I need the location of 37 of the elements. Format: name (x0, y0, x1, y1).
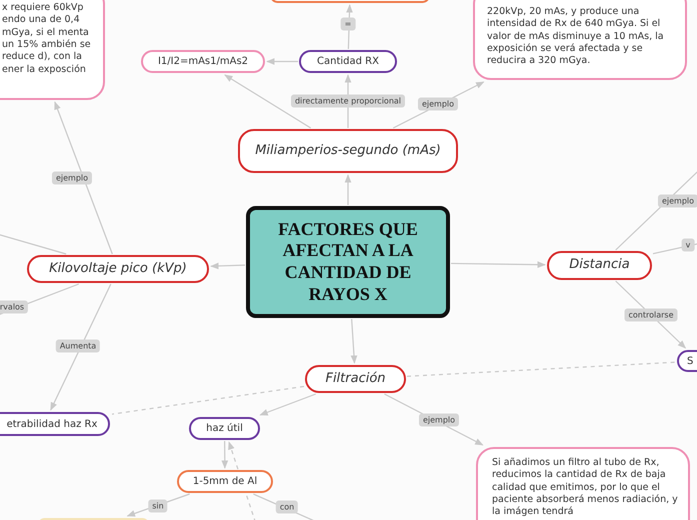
edge-label: = (340, 18, 356, 30)
topic-box: Kilovoltaje pico (kVp) (27, 255, 209, 283)
topic-box: S (677, 350, 697, 372)
connector-arrow (346, 4, 353, 50)
edge-label: directamente proporcional (290, 94, 406, 108)
note-box: 220kVp, 20 mAs, y produce una intensidad de Rx de 640 mGya. Si el valor de mAs disminuye a 10 mAs, la exposición se verá afectada y se reducira a 320 mGya. (473, 0, 687, 80)
edge-label: Aumenta (56, 340, 100, 352)
topic-box: haz útil (189, 417, 260, 440)
edge-label: ejemplo (52, 172, 92, 184)
edge-label: ejemplo (418, 98, 458, 110)
title-box: FACTORES QUE AFECTAN A LA CANTIDAD DE RAYOS X (246, 206, 450, 318)
edge-label: ejemplo (658, 194, 697, 208)
connector-arrow (50, 284, 112, 411)
edge-label: controlarse (624, 308, 678, 322)
connector-arrow (224, 74, 312, 129)
edge-label: ejemplo (418, 414, 460, 426)
note-box: Si añadimos un filtro al tubo de Rx, reducimos la cantidad de Rx de baja calidad que emitimos, por lo que el paciente absorberá menos radiación, y la imágen tendrá (476, 447, 690, 520)
topic-box: Miliamperios-segundo (mAs) (238, 129, 458, 173)
topic-box: etrabilidad haz Rx (0, 412, 110, 436)
topic-box: 1-5mm de Al (177, 470, 273, 493)
connector-arrow (350, 318, 358, 364)
edge-label: sin (148, 500, 168, 512)
topic-box: Filtración (305, 365, 406, 393)
connector-arrow (54, 101, 113, 254)
connector-arrow (451, 261, 546, 268)
connector-arrow (344, 174, 352, 205)
topic-box: Distancia (547, 251, 652, 280)
connector-arrow (266, 58, 298, 65)
topic-box: Cantidad RX (299, 50, 397, 73)
connector-arrow (221, 441, 228, 469)
edge-label: v (682, 238, 694, 252)
topic-box: I1/I2=mAs1/mAs2 (141, 50, 265, 73)
note-box: x requiere 60kVp endo una de 0,4 mGya, si el menta un 15% ambién se reduce d), con la ener la exposción (0, 0, 105, 100)
edge-label: rvalos (0, 300, 28, 314)
connector-arrow (259, 393, 316, 416)
edge-label: con (276, 500, 298, 514)
connector-arrow (210, 262, 246, 270)
